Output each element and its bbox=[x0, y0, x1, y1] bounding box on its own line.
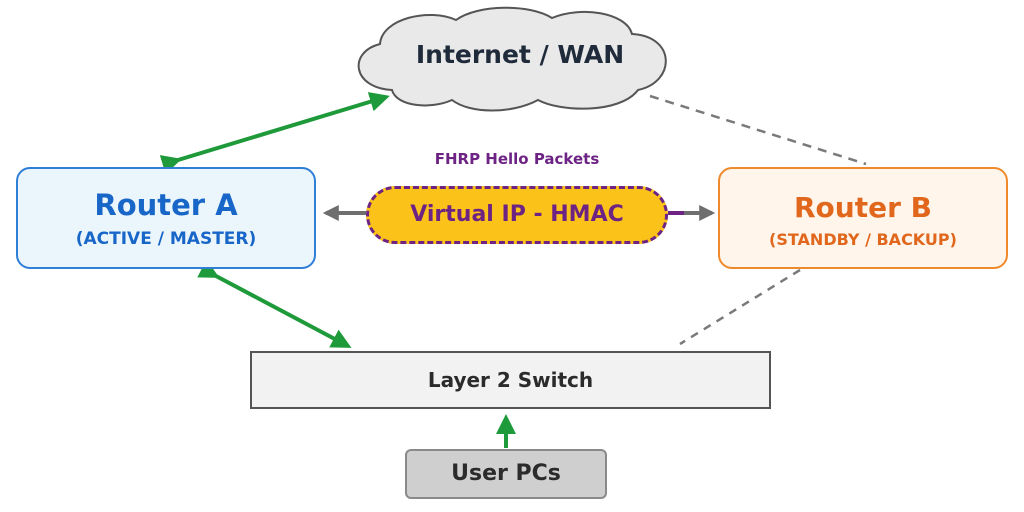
router-b-role: (STANDBY / BACKUP) bbox=[769, 230, 957, 249]
virtual-ip-node: Virtual IP - HMAC bbox=[366, 186, 668, 244]
fhrp-hello-caption: FHRP Hello Packets bbox=[434, 150, 600, 168]
user-pcs-node: User PCs bbox=[405, 449, 607, 499]
layer2-switch-node: Layer 2 Switch bbox=[250, 351, 771, 409]
internet-wan-label: Internet / WAN bbox=[415, 40, 625, 69]
router-a-title: Router A bbox=[94, 188, 238, 222]
router-a-node: Router A (ACTIVE / MASTER) bbox=[16, 167, 316, 269]
active-lan-link bbox=[197, 259, 352, 348]
internet-cloud bbox=[357, 6, 667, 112]
active-wan-link bbox=[159, 92, 390, 175]
router-b-title: Router B bbox=[793, 191, 932, 224]
router-b-node: Router B (STANDBY / BACKUP) bbox=[718, 167, 1008, 269]
standby-wan-link bbox=[649, 94, 867, 166]
standby-lan-link bbox=[679, 268, 801, 346]
router-a-role: (ACTIVE / MASTER) bbox=[75, 229, 257, 249]
